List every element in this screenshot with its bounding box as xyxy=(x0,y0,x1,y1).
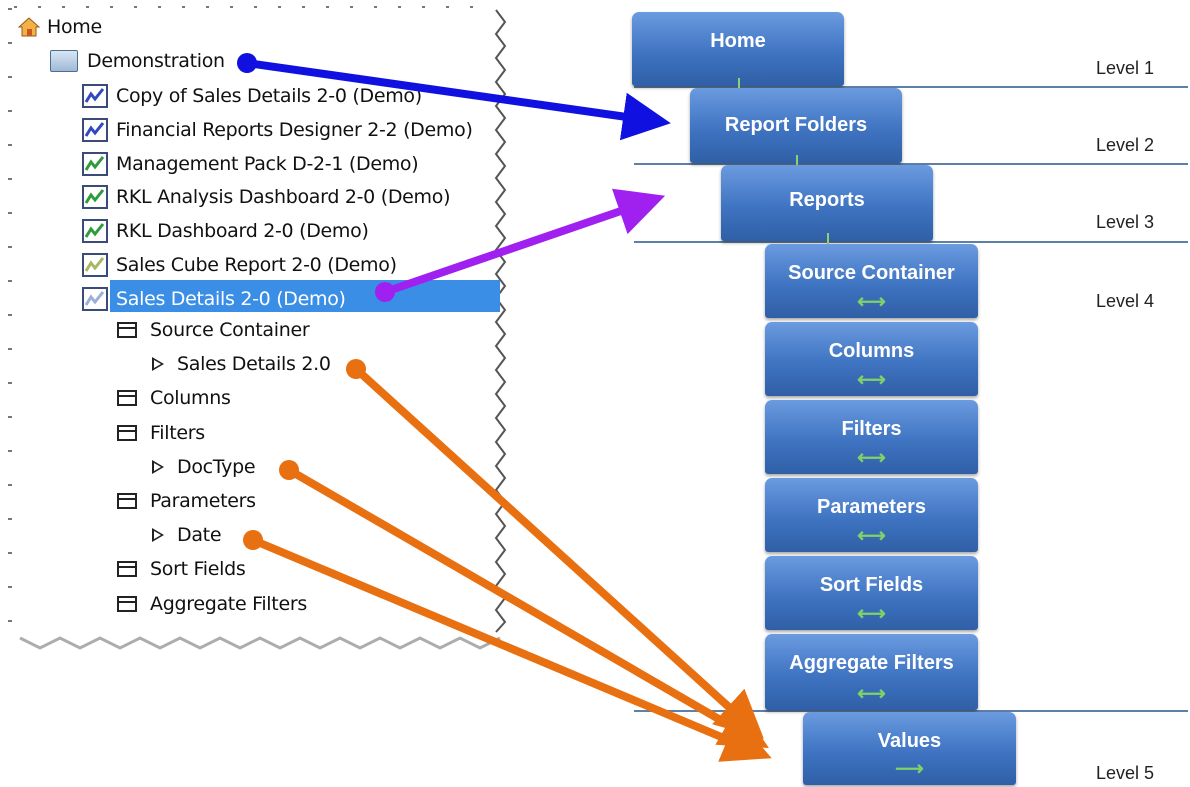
box-filters: Filters ⟷ xyxy=(765,400,978,474)
tree-label: Aggregate Filters xyxy=(150,592,307,615)
tree-item-container[interactable]: Sort Fields xyxy=(117,554,248,584)
tree-item-container[interactable]: Filters xyxy=(117,418,208,448)
tree-item-container[interactable]: Aggregate Filters xyxy=(117,589,310,619)
box-values: Values ⟶ xyxy=(803,712,1016,785)
double-arrow-icon: ⟷ xyxy=(857,603,886,625)
tree-label: Sales Details 2.0 xyxy=(177,353,331,376)
level-divider xyxy=(634,241,1188,243)
tree-item-field[interactable]: DocType xyxy=(152,452,258,482)
tree-item-report[interactable]: Financial Reports Designer 2-2 (Demo) xyxy=(82,115,476,145)
tree-label: Demonstration xyxy=(87,50,225,72)
level-label: Level 2 xyxy=(1096,135,1155,155)
tree-label: Home xyxy=(47,16,102,38)
box-label: Columns xyxy=(828,340,915,362)
tree-item-container[interactable]: Source Container xyxy=(117,315,312,345)
tree-label: RKL Dashboard 2-0 (Demo) xyxy=(116,220,369,243)
box-parameters: Parameters ⟷ xyxy=(765,478,978,552)
folder-icon xyxy=(50,50,78,72)
container-icon xyxy=(117,561,137,578)
faded-report-icon xyxy=(82,286,108,311)
green-report-icon xyxy=(82,185,108,210)
tree-label: Copy of Sales Details 2-0 (Demo) xyxy=(116,85,422,107)
home-icon xyxy=(18,17,40,37)
tree-label: RKL Analysis Dashboard 2-0 (Demo) xyxy=(116,186,451,209)
level-label: Level 1 xyxy=(1096,58,1155,78)
expand-triangle-icon xyxy=(152,357,164,372)
level-divider xyxy=(634,86,1188,88)
tree-label: Sort Fields xyxy=(150,558,246,581)
arrow-report-to-level3 xyxy=(375,188,666,302)
tree-label: Date xyxy=(177,524,222,547)
box-label: Home xyxy=(710,30,766,52)
blue-report-icon xyxy=(82,84,108,108)
level-label: Level 3 xyxy=(1096,212,1155,232)
container-icon xyxy=(117,390,137,407)
container-icon xyxy=(117,493,137,509)
tree-item-report[interactable]: Sales Details 2-0 (Demo) xyxy=(82,284,349,314)
box-label: Report Folders xyxy=(724,114,868,136)
box-columns: Columns ⟷ xyxy=(765,322,978,396)
tree-label: DocType xyxy=(177,455,256,478)
container-icon xyxy=(117,424,137,441)
box-label: Aggregate Filters xyxy=(789,652,954,674)
tree-label: Filters xyxy=(150,421,205,444)
tree-label: Columns xyxy=(150,387,231,410)
box-report-folders: Report Folders xyxy=(690,88,902,177)
tree-item-demonstration[interactable]: Demonstration xyxy=(50,46,228,76)
box-label: Parameters xyxy=(817,496,926,518)
box-label: Filters xyxy=(841,418,902,440)
tree-label: Management Pack D-2-1 (Demo) xyxy=(116,152,419,175)
double-arrow-icon: ⟷ xyxy=(857,447,886,469)
double-arrow-icon: ⟷ xyxy=(857,525,886,547)
tree-item-report[interactable]: Sales Cube Report 2-0 (Demo) xyxy=(82,250,400,280)
container-icon xyxy=(117,595,137,612)
level-label: Level 4 xyxy=(1096,291,1155,311)
tree-item-report[interactable]: Management Pack D-2-1 (Demo) xyxy=(82,149,421,179)
tree-item-field[interactable]: Sales Details 2.0 xyxy=(152,349,334,379)
expand-triangle-icon xyxy=(152,528,164,543)
tree-label: Sales Cube Report 2-0 (Demo) xyxy=(116,254,397,276)
double-arrow-icon: ⟷ xyxy=(857,369,886,391)
box-label: Source Container xyxy=(788,262,955,284)
box-label: Reports xyxy=(789,189,865,211)
tree-item-report[interactable]: RKL Analysis Dashboard 2-0 (Demo) xyxy=(82,182,453,212)
right-arrow-icon: ⟶ xyxy=(895,758,924,780)
box-home: Home xyxy=(632,12,844,100)
tree-item-container[interactable]: Columns xyxy=(117,383,234,413)
olive-report-icon xyxy=(82,253,108,277)
tree-top-dots xyxy=(14,6,494,8)
tree-item-report[interactable]: RKL Dashboard 2-0 (Demo) xyxy=(82,216,372,246)
tree-label: Sales Details 2-0 (Demo) xyxy=(113,286,349,311)
arrows-items-to-values xyxy=(243,359,772,762)
box-sort-fields: Sort Fields ⟷ xyxy=(765,556,978,630)
double-arrow-icon: ⟷ xyxy=(857,291,886,313)
green-report-icon xyxy=(82,219,108,244)
box-label: Values xyxy=(877,730,942,752)
level-divider xyxy=(634,163,1188,165)
tree-label: Parameters xyxy=(150,490,256,512)
tree-item-report[interactable]: Copy of Sales Details 2-0 (Demo) xyxy=(82,81,425,111)
box-label: Sort Fields xyxy=(819,574,924,596)
double-arrow-icon: ⟷ xyxy=(857,683,886,705)
level-label: Level 5 xyxy=(1096,763,1155,783)
tree-item-field[interactable]: Date xyxy=(152,520,224,550)
tree-guide-dots xyxy=(8,8,12,628)
tree-item-home[interactable]: Home xyxy=(18,12,105,42)
box-aggregate-filters: Aggregate Filters ⟷ xyxy=(765,634,978,710)
blue-report-icon xyxy=(82,117,108,142)
box-source-container: Source Container ⟷ xyxy=(765,244,978,318)
container-icon xyxy=(117,322,137,338)
tree-item-container[interactable]: Parameters xyxy=(117,486,259,516)
tree-label: Financial Reports Designer 2-2 (Demo) xyxy=(116,118,473,141)
box-reports: Reports xyxy=(721,165,933,255)
green-report-icon xyxy=(82,151,108,176)
expand-triangle-icon xyxy=(152,459,164,474)
tree-label: Source Container xyxy=(150,319,310,341)
level-divider xyxy=(634,710,1188,712)
